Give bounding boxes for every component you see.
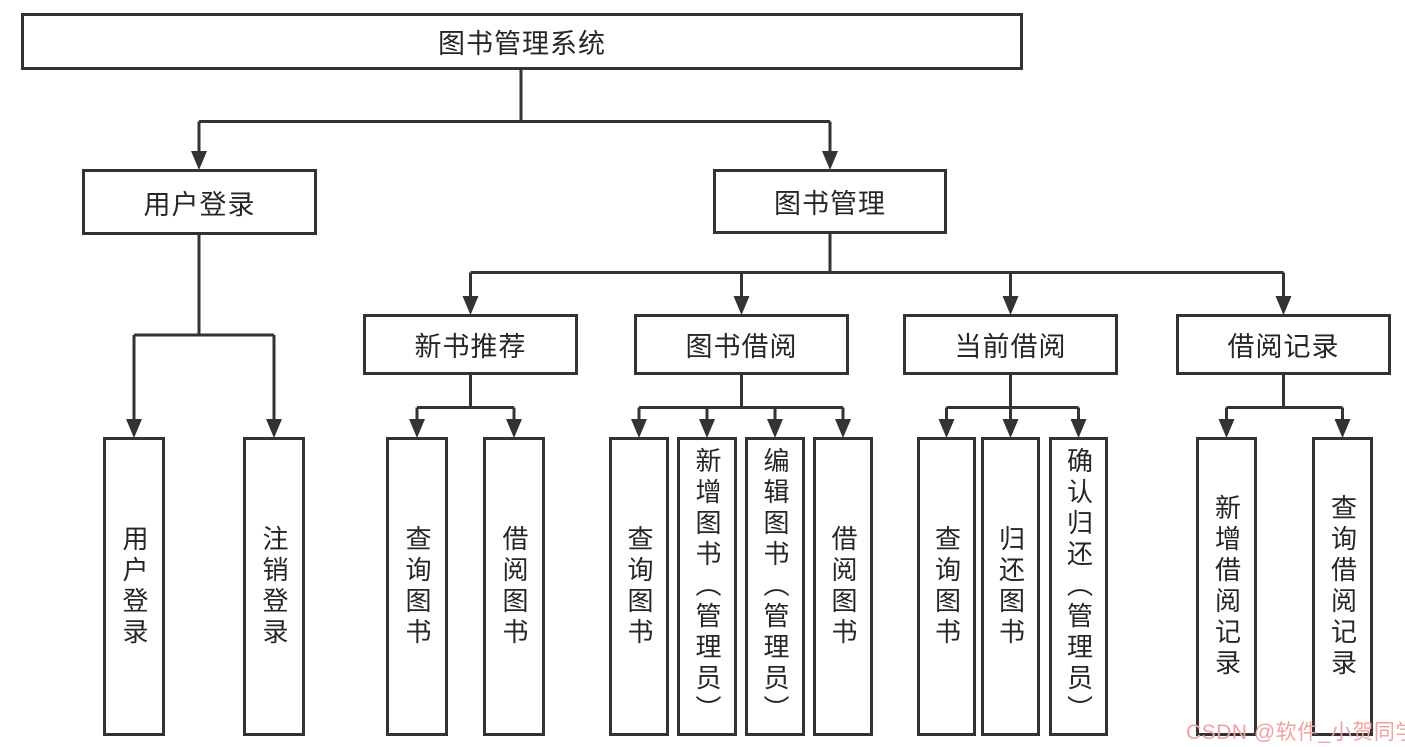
leaf-query-books: 查询图书 bbox=[917, 437, 976, 736]
node-label: 归还图书 bbox=[995, 524, 1026, 649]
leaf-edit-books-admin: 编辑图书（管理员） bbox=[745, 437, 805, 736]
leaf-query-books: 查询图书 bbox=[386, 437, 448, 736]
node-user-login: 用户登录 bbox=[82, 169, 317, 235]
node-label: 新书推荐 bbox=[414, 332, 527, 362]
leaf-borrow-books: 借阅图书 bbox=[483, 437, 545, 736]
node-book-management: 图书管理 bbox=[713, 169, 947, 234]
leaf-confirm-return-admin: 确认归还（管理员） bbox=[1049, 437, 1108, 736]
leaf-logout: 注销登录 bbox=[243, 437, 305, 736]
csdn-watermark: CSDN @软件_小贺同学 bbox=[1186, 721, 1405, 744]
node-label: 注销登录 bbox=[259, 524, 289, 649]
node-label: 新增图书（管理员） bbox=[692, 447, 722, 726]
leaf-return-books: 归还图书 bbox=[981, 437, 1040, 736]
node-label: 图书管理 bbox=[774, 189, 886, 219]
node-label: 图书管理系统 bbox=[438, 29, 606, 59]
node-label: 查询图书 bbox=[624, 524, 654, 649]
node-label: 借阅图书 bbox=[828, 524, 858, 649]
leaf-query-books: 查询图书 bbox=[609, 437, 669, 736]
leaf-borrow-books: 借阅图书 bbox=[813, 437, 873, 736]
node-new-book-recommend: 新书推荐 bbox=[363, 314, 578, 375]
node-label: 图书借阅 bbox=[685, 332, 798, 362]
node-label: 用户登录 bbox=[119, 524, 149, 649]
node-label: 当前借阅 bbox=[954, 332, 1067, 362]
node-label: 查询借阅记录 bbox=[1327, 493, 1358, 680]
leaf-user-login: 用户登录 bbox=[103, 437, 165, 736]
node-label: 借阅图书 bbox=[499, 524, 529, 649]
node-book-borrowing: 图书借阅 bbox=[634, 314, 849, 375]
node-label: 确认归还（管理员） bbox=[1063, 447, 1094, 726]
node-label: 查询图书 bbox=[402, 524, 432, 649]
node-label: 借阅记录 bbox=[1227, 332, 1340, 362]
leaf-add-books-admin: 新增图书（管理员） bbox=[677, 437, 737, 736]
node-system-root: 图书管理系统 bbox=[21, 13, 1023, 70]
node-current-borrowing: 当前借阅 bbox=[903, 314, 1118, 375]
node-label: 新增借阅记录 bbox=[1211, 493, 1242, 680]
connector-lines bbox=[132, 70, 1344, 422]
leaf-query-borrow-record: 查询借阅记录 bbox=[1312, 437, 1373, 736]
node-label: 用户登录 bbox=[143, 189, 256, 220]
node-borrow-records: 借阅记录 bbox=[1176, 314, 1391, 375]
node-label: 查询图书 bbox=[931, 524, 962, 649]
leaf-add-borrow-record: 新增借阅记录 bbox=[1196, 437, 1257, 736]
node-label: 编辑图书（管理员） bbox=[760, 447, 790, 726]
